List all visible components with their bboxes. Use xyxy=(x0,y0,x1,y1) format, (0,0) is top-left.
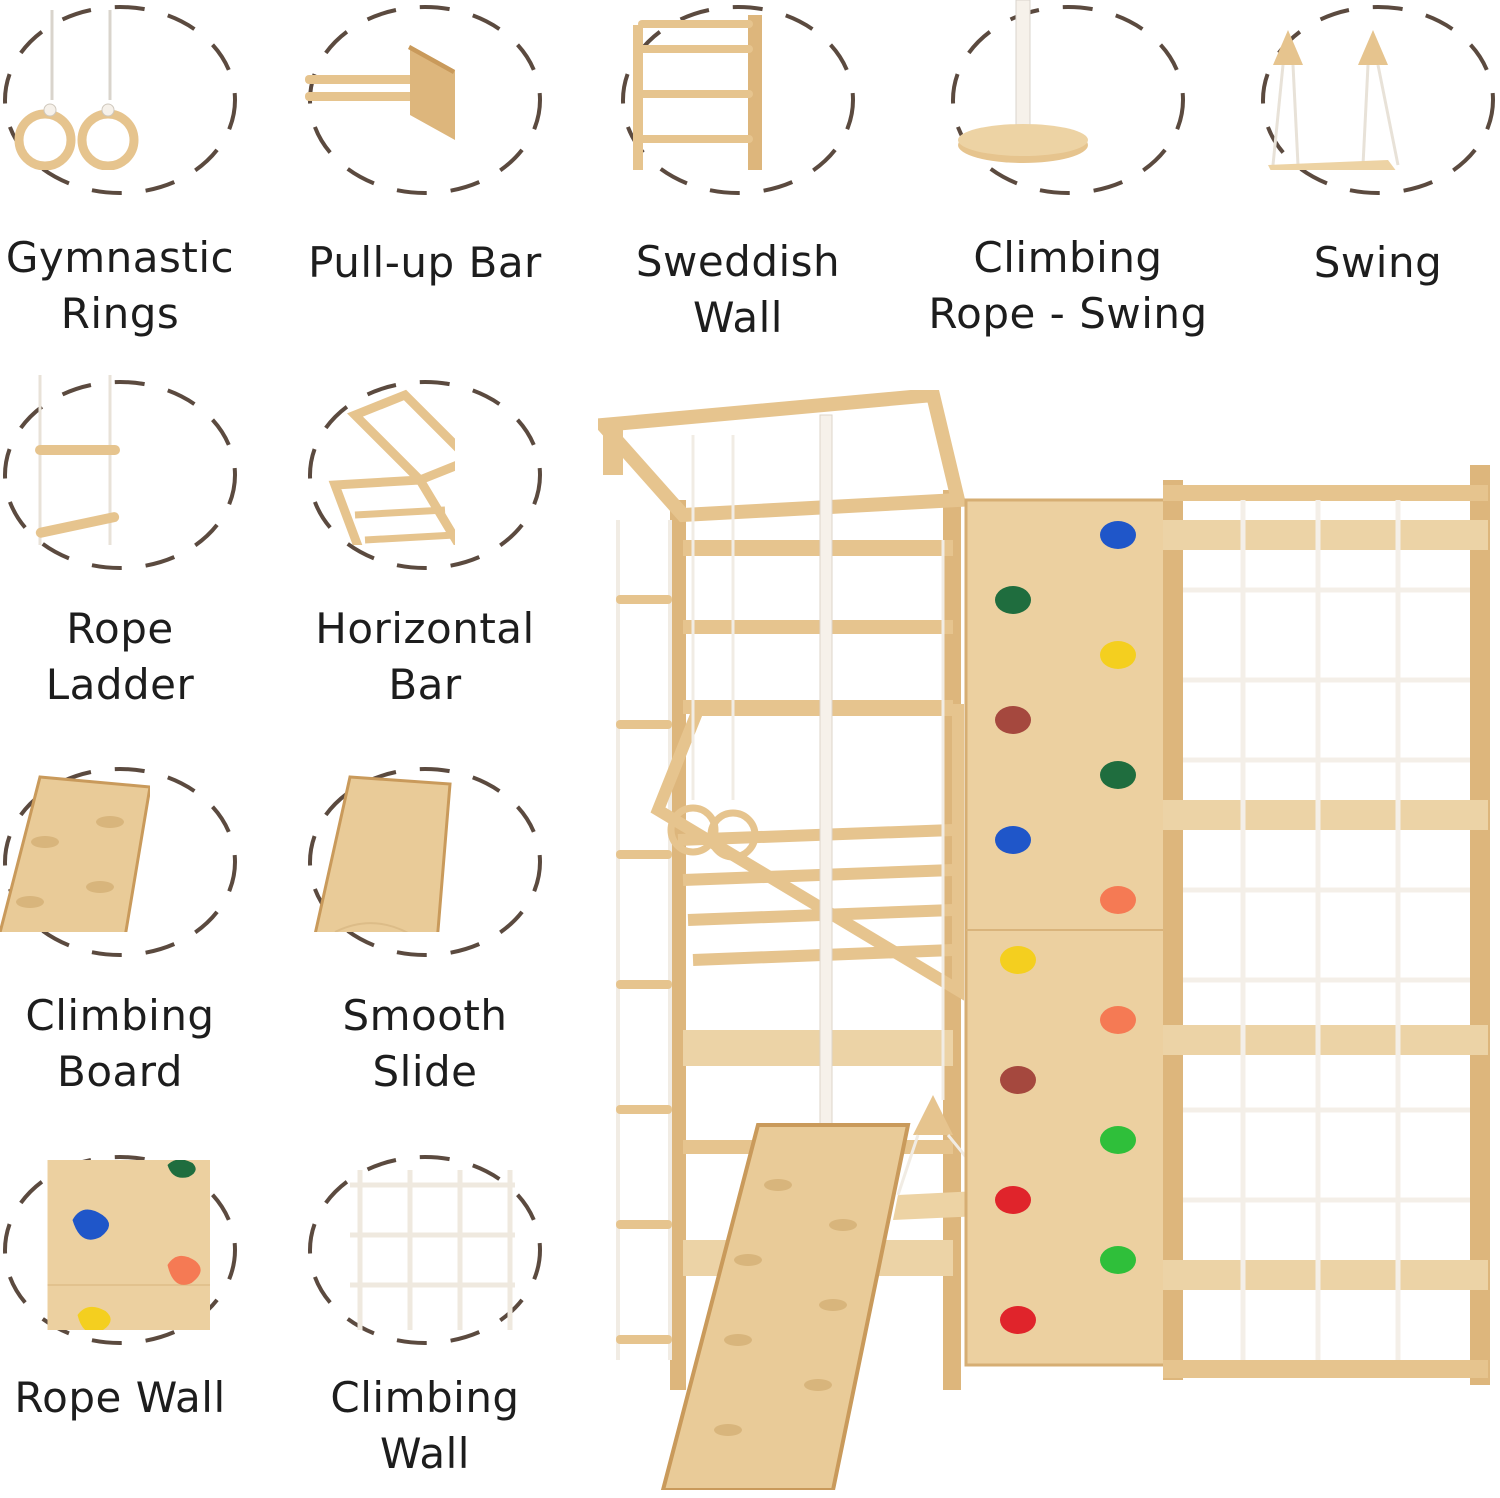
dashed-ring xyxy=(0,0,240,200)
smooth-slide-icon xyxy=(314,775,452,932)
dashed-ring xyxy=(0,762,240,962)
climbing-rope xyxy=(819,414,833,1186)
feature-label: Rope Wall xyxy=(14,1373,226,1422)
dashed-ring xyxy=(305,762,545,962)
pull-up-bar-icon xyxy=(305,45,455,140)
swing-icon xyxy=(1268,30,1400,170)
dashed-ring xyxy=(0,375,240,575)
dashed-ring xyxy=(618,0,858,200)
dashed-ring xyxy=(305,375,545,575)
dashed-ring xyxy=(305,1150,545,1350)
dashed-ring xyxy=(305,0,545,200)
rope-net-icon xyxy=(350,1170,515,1330)
dashed-ring xyxy=(0,1150,240,1350)
indoor-playground-illustration xyxy=(598,390,1490,1490)
dashed-ring xyxy=(1258,0,1498,200)
climbing-holds-icon xyxy=(47,1160,210,1330)
rope-swing-icon xyxy=(958,0,1088,163)
climbing-holds xyxy=(995,521,1136,1334)
gymnastic-rings-icon xyxy=(14,10,139,170)
climbing-board-slide xyxy=(660,1123,911,1490)
rope-net-wall xyxy=(1163,465,1490,1385)
feature-label: Swing xyxy=(1313,238,1443,287)
rope-ladder xyxy=(616,520,672,1360)
climbing-wall-panel xyxy=(964,498,1173,1367)
climbing-board-icon xyxy=(0,775,150,932)
swedish-wall-icon xyxy=(633,15,762,170)
gymnastic-rings xyxy=(667,435,759,861)
feature-label: Pull-up Bar xyxy=(308,238,542,287)
rope-ladder-icon xyxy=(35,375,120,545)
dashed-ring xyxy=(948,0,1188,200)
horizontal-bar-icon xyxy=(328,389,455,545)
